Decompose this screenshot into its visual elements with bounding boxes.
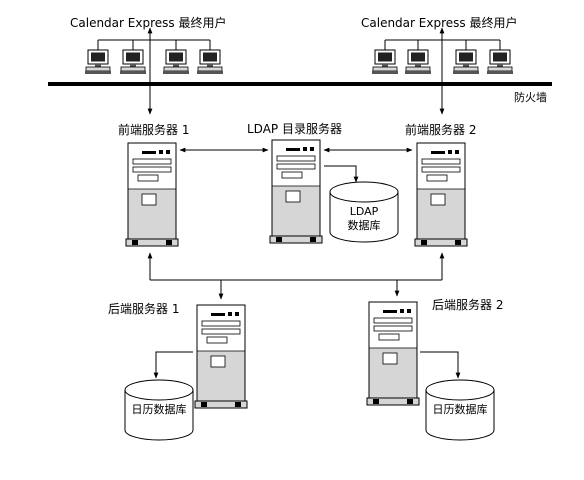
ldap-database-label-line1: LDAP (349, 205, 379, 218)
user-pc-icon (196, 49, 224, 75)
calendar-database-2-label: 日历数据库 (432, 403, 488, 416)
ldap-server-icon (269, 139, 323, 244)
user-pc-icon (486, 49, 514, 75)
calendar-database-1-label: 日历数据库 (131, 403, 187, 416)
user-pc-icon (404, 49, 432, 75)
frontend-server-2-icon (414, 142, 468, 247)
user-pc-icon (119, 49, 147, 75)
ldap-database-label-line2: 数据库 (347, 219, 381, 232)
frontend-server-1-label: 前端服务器 1 (118, 123, 190, 137)
backend-network-connector (147, 252, 445, 300)
user-pc-icon (371, 49, 399, 75)
backend-1-to-database-connector (153, 351, 193, 379)
firewall-bar (48, 82, 552, 86)
frontend-server-2-label: 前端服务器 2 (405, 123, 477, 137)
backend-2-to-database-connector (420, 351, 461, 379)
backend-server-2-label: 后端服务器 2 (432, 298, 504, 312)
user-group-left (84, 39, 224, 75)
user-pc-icon (162, 49, 190, 75)
user-group-left-label: Calendar Express 最终用户 (70, 16, 227, 30)
backend-server-1-label: 后端服务器 1 (108, 302, 180, 316)
user-group-right-label: Calendar Express 最终用户 (361, 16, 518, 30)
user-pc-icon (452, 49, 480, 75)
backend-server-2-icon (366, 301, 420, 406)
user-pc-icon (84, 49, 112, 75)
ldap-server-label: LDAP 目录服务器 (247, 122, 342, 136)
firewall-label: 防火墙 (514, 91, 547, 104)
ldap-to-database-connector (324, 165, 359, 183)
ldap-database-label: LDAP 数据库 (330, 205, 398, 233)
frontend-server-1-icon (125, 142, 179, 247)
backend-server-1-icon (194, 304, 248, 409)
